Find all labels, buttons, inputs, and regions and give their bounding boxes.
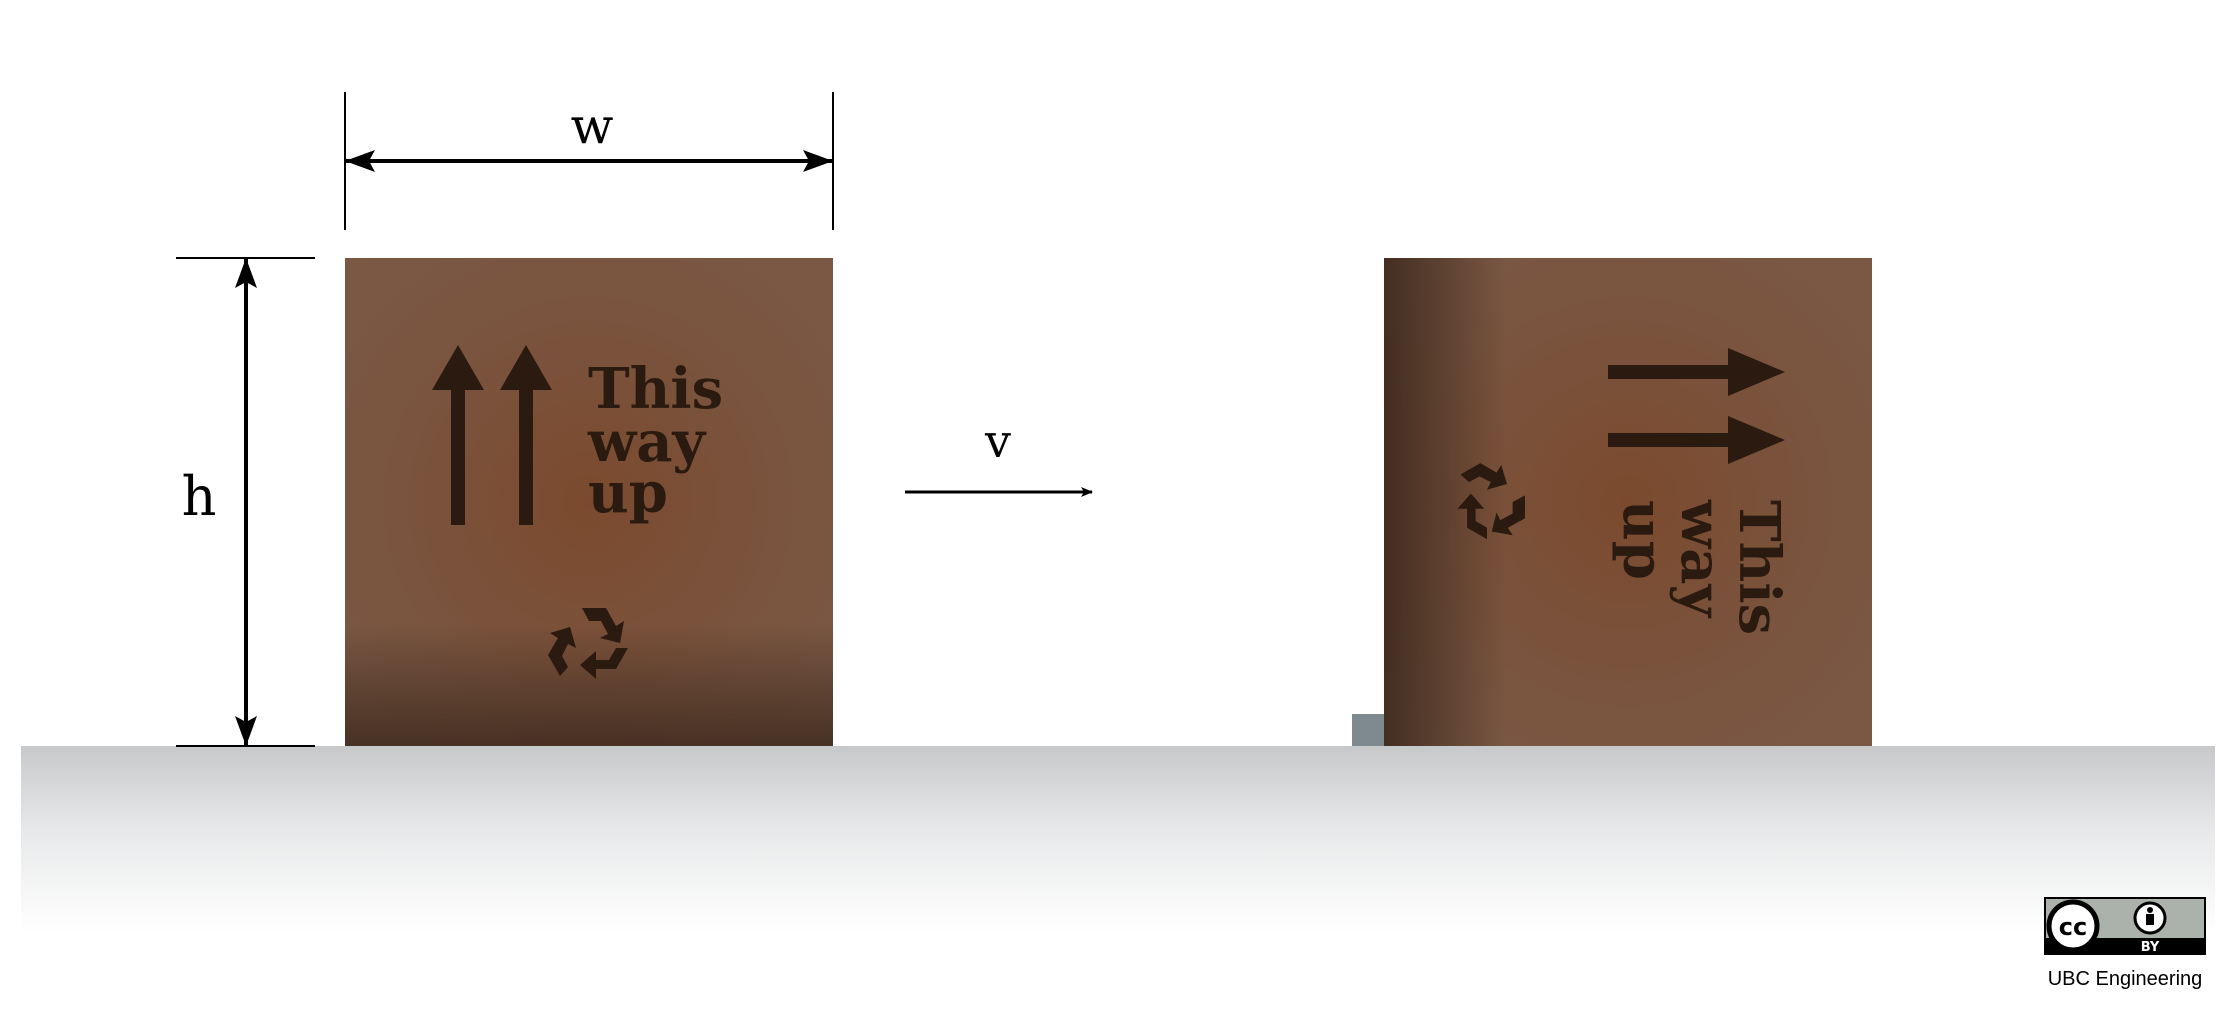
box-right-stencil-line-1: This (1726, 500, 1792, 635)
height-label: h (182, 465, 217, 528)
side-arrows-icon (1608, 348, 1785, 464)
box-left-stencil-line-2: way (587, 409, 706, 475)
up-arrows-icon (432, 345, 552, 525)
stopper (1352, 714, 1384, 746)
box-left-stencil-line-1: This (588, 356, 723, 422)
height-dimension: h (176, 257, 315, 747)
credit-text: UBC Engineering (2048, 968, 2203, 990)
velocity-label: v (984, 414, 1011, 468)
box-upright: This way up (345, 258, 833, 746)
box-tipped: This way up (1352, 258, 1872, 746)
cc-by-badge: cc BY (2044, 897, 2206, 955)
velocity-arrow: v (905, 414, 1093, 497)
floor (21, 746, 2215, 932)
box-left-stencil-line-3: up (588, 460, 668, 526)
by-badge-text: BY (2141, 940, 2160, 955)
cc-badge-text: cc (2059, 913, 2087, 941)
width-label: w (571, 97, 614, 155)
box-right-stencil-line-3: up (1610, 500, 1676, 580)
box-right-stencil-line-2: way (1668, 499, 1734, 618)
attribution-icon (2133, 901, 2167, 935)
width-dimension: w (344, 92, 834, 230)
